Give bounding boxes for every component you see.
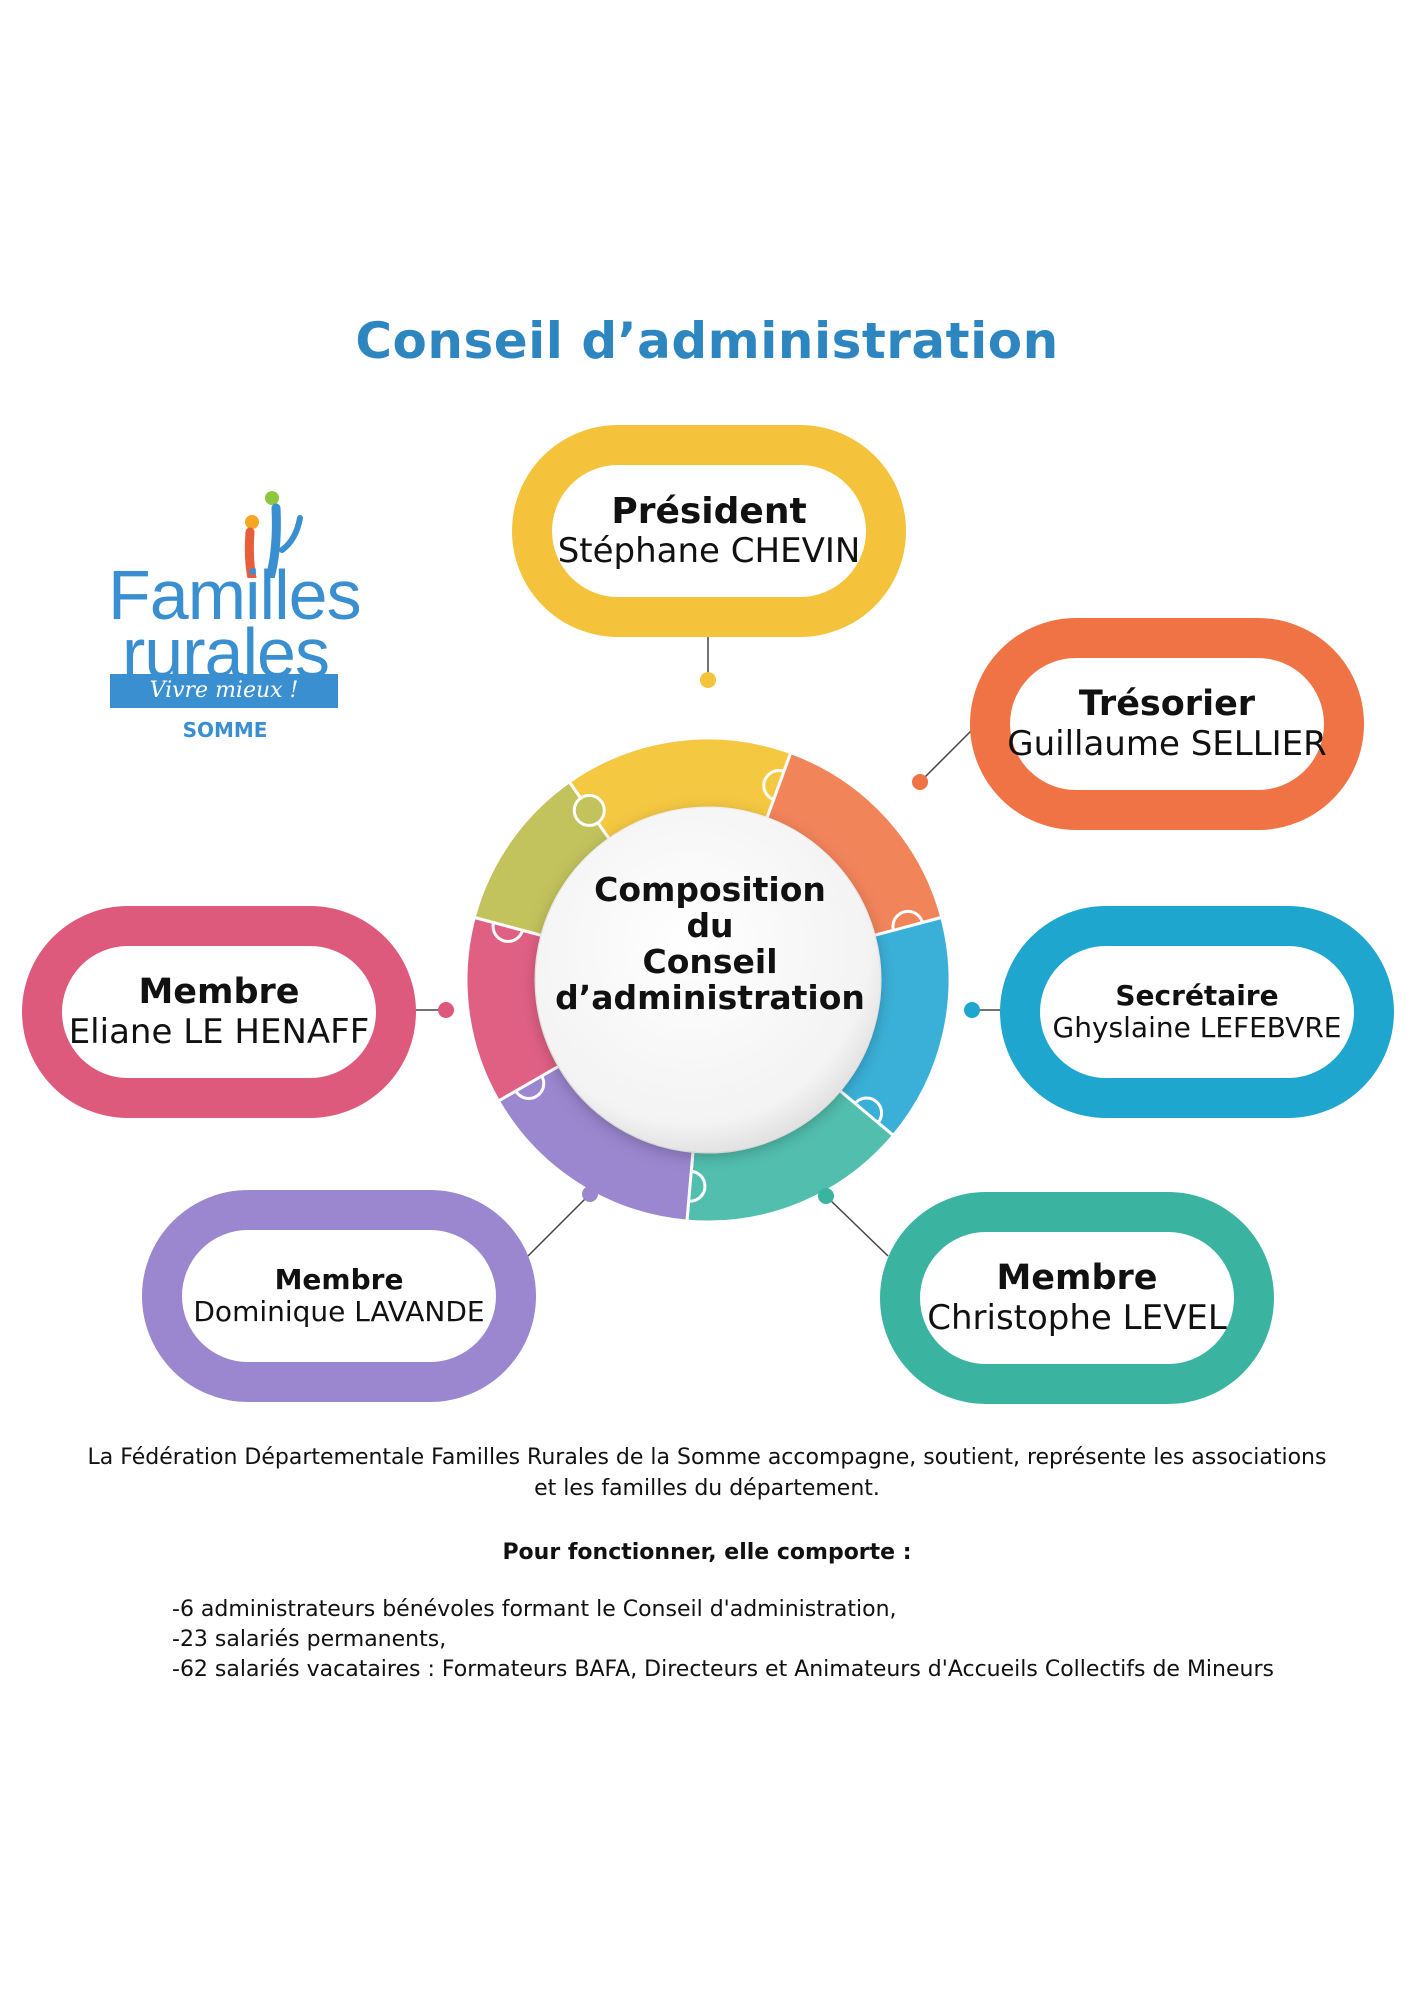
- member-name: Christophe LEVEL: [927, 1297, 1227, 1338]
- member-card-secretaire: Secrétaire Ghyslaine LEFEBVRE: [1000, 906, 1394, 1118]
- description-line-2: et les familles du département.: [534, 1476, 880, 1501]
- center-label: Composition du Conseil d’administration: [540, 872, 880, 1016]
- member-role: Membre: [138, 972, 300, 1013]
- member-role: Président: [611, 490, 807, 532]
- member-role: Membre: [996, 1258, 1158, 1299]
- connector-dot: [818, 1188, 834, 1204]
- connector-dot: [700, 672, 716, 688]
- list-item: -6 administrateurs bénévoles formant le …: [172, 1597, 897, 1622]
- connector-lines: [416, 637, 1000, 1257]
- center-line-4: d’administration: [555, 978, 865, 1017]
- logo-word-familles: Familles: [108, 556, 362, 634]
- connector-line: [919, 729, 973, 783]
- page-title: Conseil d’administration: [355, 312, 1059, 370]
- member-name: Eliane LE HENAFF: [68, 1011, 370, 1052]
- member-name: Ghyslaine LEFEBVRE: [1052, 1011, 1342, 1044]
- member-name: Stéphane CHEVIN: [557, 531, 861, 572]
- puzzle-ring: [464, 736, 952, 1224]
- member-card-president: Président Stéphane CHEVIN: [512, 425, 906, 637]
- member-card-dominique: Membre Dominique LAVANDE: [142, 1190, 536, 1402]
- member-role: Trésorier: [1078, 684, 1256, 725]
- logo-tagline: Vivre mieux !: [110, 674, 338, 708]
- member-name: Dominique LAVANDE: [193, 1295, 485, 1328]
- member-role: Secrétaire: [1115, 978, 1279, 1012]
- connector-dot: [582, 1186, 598, 1202]
- familles-rurales-logo: Familles rurales Vivre mieux ! SOMME: [100, 488, 362, 748]
- description-list: -6 administrateurs bénévoles formant le …: [172, 1595, 1274, 1685]
- center-line-3: Conseil: [642, 942, 778, 981]
- member-card-tresorier: Trésorier Guillaume SELLIER: [970, 618, 1364, 830]
- puzzle-knob: [572, 793, 606, 827]
- connector-line: [825, 1195, 889, 1257]
- connector-dot: [438, 1002, 454, 1018]
- connector-line: [527, 1193, 591, 1257]
- center-line-1: Composition: [594, 870, 826, 909]
- description-line-1: La Fédération Départementale Familles Ru…: [87, 1445, 1327, 1470]
- connector-dot: [964, 1002, 980, 1018]
- center-line-2: du: [686, 906, 734, 945]
- member-role: Membre: [274, 1262, 404, 1296]
- description-heading: Pour fonctionner, elle comporte :: [502, 1540, 912, 1565]
- list-item: -62 salariés vacataires : Formateurs BAF…: [172, 1657, 1274, 1682]
- member-card-eliane: Membre Eliane LE HENAFF: [22, 906, 416, 1118]
- logo-figures-icon: [244, 491, 303, 578]
- description-paragraph: La Fédération Départementale Familles Ru…: [0, 1442, 1414, 1504]
- member-name: Guillaume SELLIER: [1007, 723, 1327, 764]
- connector-dot: [912, 774, 928, 790]
- member-card-christophe: Membre Christophe LEVEL: [880, 1192, 1274, 1404]
- logo-region: SOMME: [182, 718, 268, 742]
- center-circle: [536, 808, 880, 1152]
- list-item: -23 salariés permanents,: [172, 1627, 447, 1652]
